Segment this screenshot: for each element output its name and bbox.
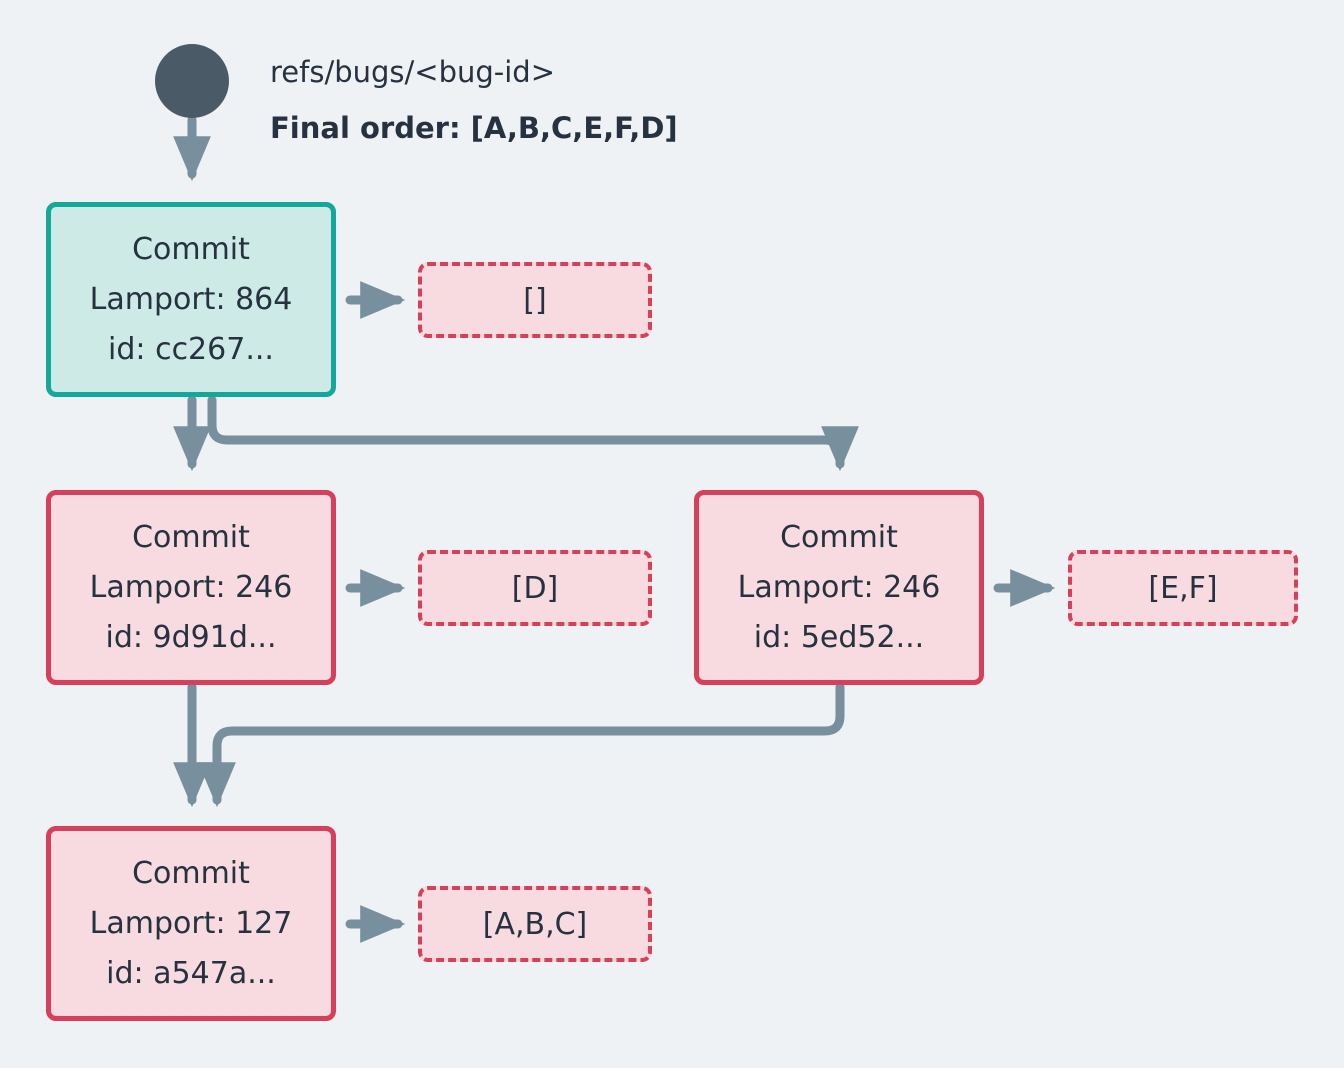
commit-node-title: Commit — [132, 231, 250, 267]
commit-node-a547a[interactable]: Commit Lamport: 127 id: a547a... — [46, 826, 336, 1021]
commit-node-lamport: Lamport: 246 — [89, 569, 293, 605]
commit-node-lamport: Lamport: 246 — [737, 569, 941, 605]
commit-node-5ed52[interactable]: Commit Lamport: 246 id: 5ed52... — [694, 490, 984, 685]
commit-node-9d91d[interactable]: Commit Lamport: 246 id: 9d91d... — [46, 490, 336, 685]
commit-node-id: id: 9d91d... — [105, 619, 277, 655]
commit-node-id: id: 5ed52... — [753, 619, 925, 655]
oplist-box-cc267[interactable]: [] — [418, 262, 652, 338]
commit-node-lamport: Lamport: 127 — [89, 905, 293, 941]
commit-node-title: Commit — [780, 519, 898, 555]
oplist-box-a547a[interactable]: [A,B,C] — [418, 886, 652, 962]
oplist-text: [] — [523, 282, 547, 318]
oplist-box-9d91d[interactable]: [D] — [418, 550, 652, 626]
commit-node-title: Commit — [132, 855, 250, 891]
diagram-header: refs/bugs/<bug-id> Final order: [A,B,C,E… — [270, 50, 910, 150]
oplist-text: [D] — [511, 570, 559, 606]
commit-node-cc267[interactable]: Commit Lamport: 864 id: cc267... — [46, 202, 336, 397]
edge-5ed52-to-a547a — [198, 682, 845, 808]
edge-cc267-to-5ed52 — [207, 395, 859, 472]
commit-node-id: id: cc267... — [108, 331, 274, 367]
commit-node-title: Commit — [132, 519, 250, 555]
ref-label: refs/bugs/<bug-id> — [270, 55, 556, 89]
commit-node-lamport: Lamport: 864 — [89, 281, 293, 317]
oplist-text: [E,F] — [1148, 570, 1218, 606]
oplist-text: [A,B,C] — [482, 906, 588, 942]
oplist-box-5ed52[interactable]: [E,F] — [1068, 550, 1298, 626]
final-order-label: Final order: [A,B,C,E,F,D] — [270, 111, 678, 145]
commit-node-id: id: a547a... — [106, 955, 276, 991]
root-commit-circle-icon — [155, 44, 229, 118]
